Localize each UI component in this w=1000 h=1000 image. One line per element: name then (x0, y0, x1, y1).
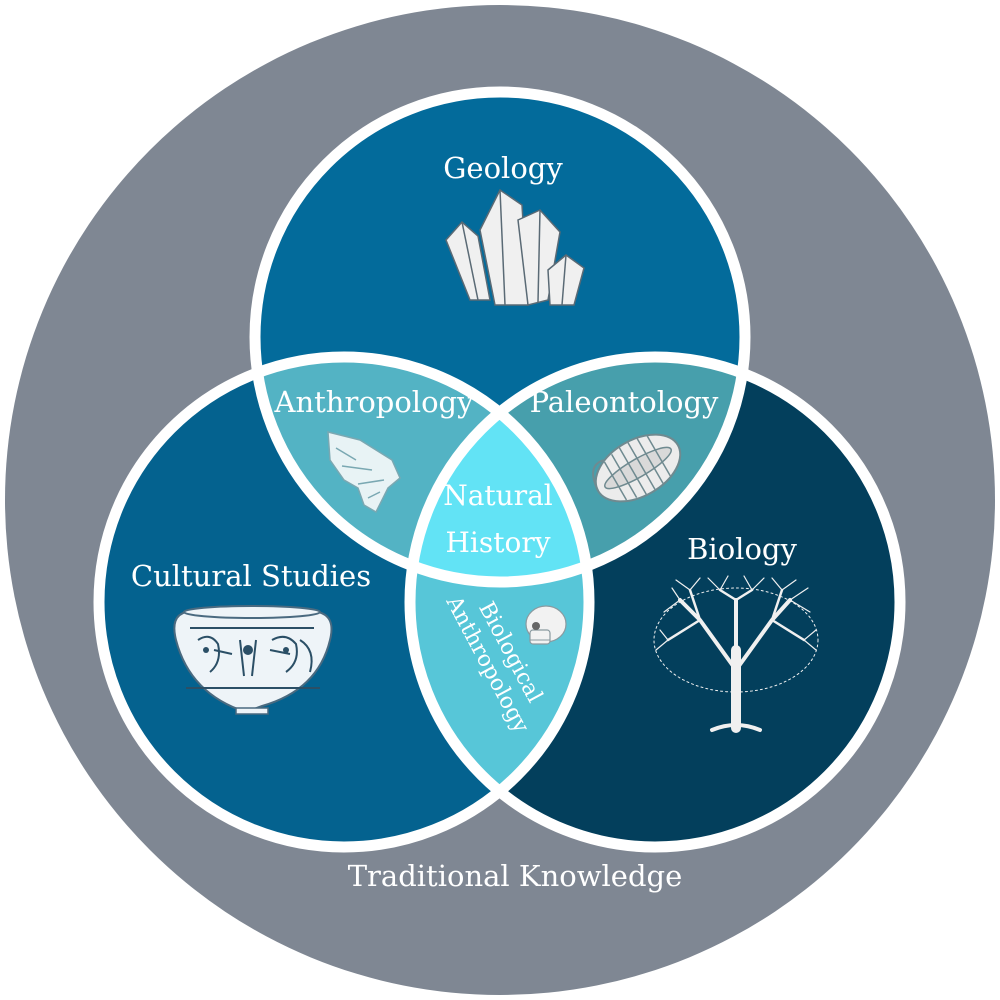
natural-history-region (410, 357, 589, 582)
ancient-vase-icon (173, 605, 333, 715)
natural-history-line2: History (445, 526, 550, 559)
biology-label: Biology (687, 532, 797, 566)
trilobite-icon (592, 433, 682, 503)
paleontology-label: Paleontology (530, 385, 719, 419)
crystal-cluster-icon (445, 188, 585, 306)
cultural-studies-label: Cultural Studies (131, 559, 371, 593)
anthropology-label: Anthropology (274, 385, 475, 419)
tree-icon (653, 575, 819, 733)
arrowhead-icon (327, 431, 401, 514)
skull-icon (525, 605, 567, 645)
natural-history-line1: Natural (443, 479, 553, 512)
traditional-knowledge-label: Traditional Knowledge (348, 859, 683, 893)
geology-label: Geology (443, 151, 563, 185)
circle-borders (93, 86, 906, 853)
